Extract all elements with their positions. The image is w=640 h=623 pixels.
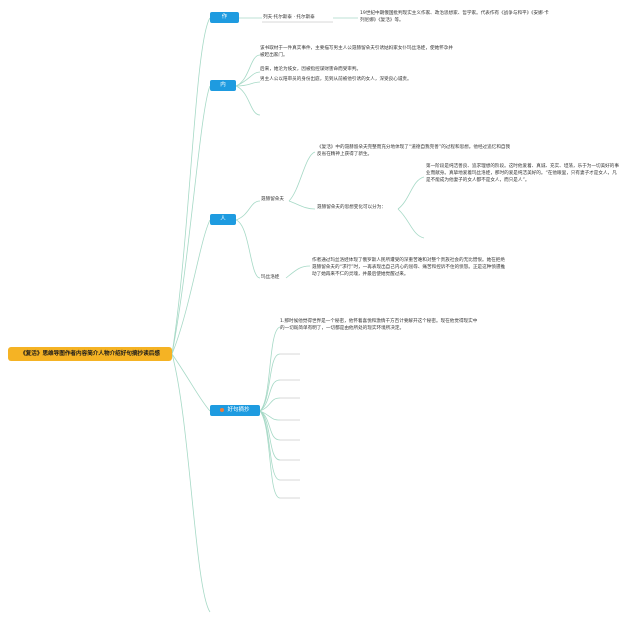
connector-quotes-3: [259, 379, 281, 412]
root-node[interactable]: 《复活》思维导图作者内容简介人物介绍好句摘抄读后感: [8, 347, 172, 361]
connector-root-author: [171, 17, 211, 355]
connector-content-1: [235, 54, 261, 87]
connector-change-empty: [397, 208, 425, 239]
connector-root-quotes: [171, 353, 211, 412]
content-item-2: 后来，她沦为妓女，因被指控谋财害命而受审判。: [260, 67, 362, 72]
connector-content-4: [235, 85, 261, 116]
author-intro-text: 19世纪中期俄国批判现实主义作家、政治思想家、哲学家。代表作有《战争与和平》《安…: [360, 11, 549, 23]
branch-quotes-label: 好句摘抄: [227, 407, 250, 413]
connector-characters-mas: [235, 219, 261, 279]
author-intro-label: 列夫·托尔斯泰 · 托尔斯泰: [263, 15, 315, 20]
connector-characters-nekh: [235, 200, 261, 221]
connector-quotes-7: [259, 410, 281, 461]
connector-quotes-8: [259, 410, 281, 481]
connector-change-text: [397, 176, 425, 210]
priority-dot-icon: [220, 407, 225, 412]
connector-quotes-2: [259, 353, 281, 412]
connector-root-content: [171, 85, 211, 355]
connector-root-characters: [171, 219, 211, 355]
quote-item-1: 1.那时候他觉得世界是一个秘密，他怀着喜悦和激情千方百计要解开这个秘密。现在他觉…: [280, 319, 478, 331]
connector-content-2: [235, 71, 261, 87]
maslova-desc: 作者通过玛丝洛娃体现了俄罗斯人民所遭受的深重苦难和对整个贵族社会的无比憎恨。她在…: [312, 258, 506, 277]
content-item-3: 男主人公以陪审员的身份出庭，见到从前被他引诱的女人，深受良心谴责。: [260, 77, 412, 82]
branch-quotes[interactable]: 好句摘抄: [210, 405, 260, 416]
connector-mas-desc: [285, 265, 311, 279]
connector-quotes-4: [259, 397, 281, 412]
character-nekhlyudov[interactable]: 聂赫留朵夫: [261, 197, 284, 202]
connector-root-bottom: [171, 353, 211, 613]
nekhlyudov-desc: 《复活》中的聂赫留朵夫完整而充分地体现了“道德自我完善”的过程和思想。他经过追忆…: [317, 145, 511, 157]
branch-characters[interactable]: 人: [210, 214, 236, 225]
connector-nekh-change: [288, 200, 316, 210]
character-maslova[interactable]: 玛丝洛娃: [261, 275, 280, 280]
branch-author[interactable]: 作: [210, 12, 239, 23]
connector-nekh-desc: [288, 151, 316, 202]
content-item-1: 该书取材于一件真实事件，主要描写男主人公聂赫留朵夫引诱姑妈家女仆玛丝洛娃，使她怀…: [260, 46, 453, 58]
connector-quotes-9: [259, 410, 281, 499]
nekhlyudov-change-text: 第一阶段是纯洁善良、追求理想的阶段。这时他爱着、真诚、充实、坦荡，乐于为一切美好…: [426, 164, 619, 183]
branch-content[interactable]: 内: [210, 80, 236, 91]
connector-quotes-5: [259, 410, 281, 421]
nekhlyudov-change-label: 聂赫留朵夫的思想变化可以分为：: [317, 205, 386, 210]
connector-content-3: [235, 81, 261, 87]
